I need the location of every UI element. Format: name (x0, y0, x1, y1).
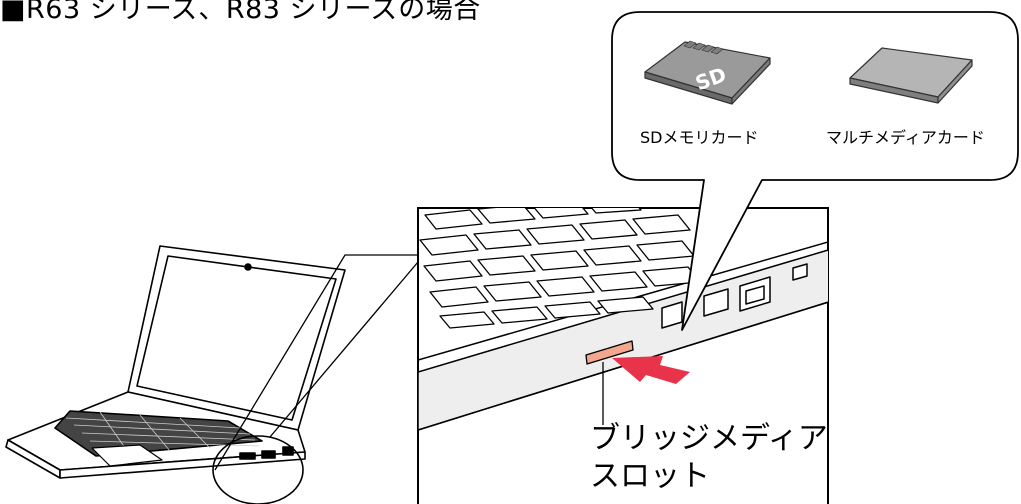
bridge-media-slot-label: ブリッジメディア スロット (590, 420, 828, 496)
multimedia-card-label: マルチメディアカード (826, 128, 985, 147)
sd-card-icon: SD (644, 40, 771, 105)
slot-label-line2: スロット (590, 459, 710, 494)
webcam-icon (244, 263, 252, 271)
highlight-circle (212, 435, 304, 504)
zoom-detail-box (417, 207, 829, 504)
laptop-illustration (5, 245, 346, 479)
multimedia-card-icon (849, 47, 973, 104)
page-heading: ■R63 シリーズ、R83 シリーズの場合 (0, 0, 481, 25)
insert-arrow-icon (612, 356, 690, 384)
zoom-connector-lines (214, 254, 419, 471)
bridge-media-slot (585, 340, 634, 365)
sd-card-label: SDメモリカード (640, 128, 759, 147)
slot-label-line1: ブリッジメディア (590, 421, 828, 456)
